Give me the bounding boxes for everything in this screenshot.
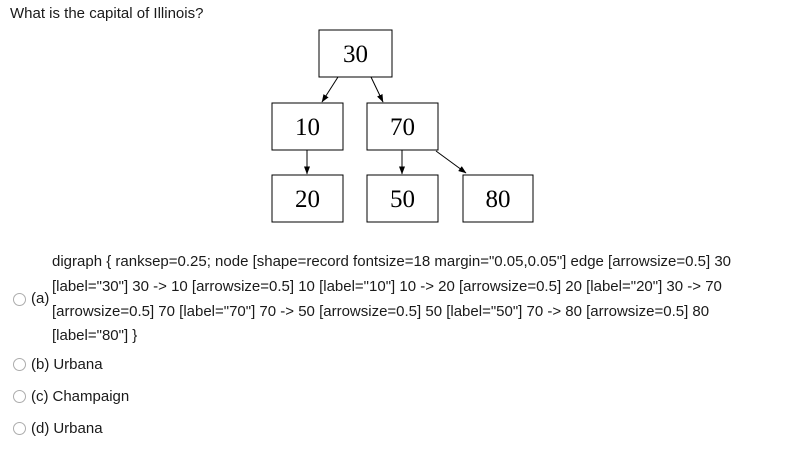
tree-diagram-svg: 30 10 70 20 50 80 (271, 29, 534, 223)
option-a-text: digraph { ranksep=0.25; node [shape=reco… (52, 253, 736, 345)
radio-option-c[interactable] (13, 390, 26, 403)
tree-node-label-20: 20 (295, 186, 320, 213)
tree-node-20 (271, 174, 344, 223)
radio-option-a[interactable] (13, 293, 26, 306)
option-b-text: Urbana (53, 356, 103, 373)
option-c-label: (c) (31, 388, 49, 405)
tree-node-10 (271, 102, 344, 151)
tree-node-30 (318, 29, 393, 78)
option-d-label: (d) (31, 420, 50, 437)
option-a[interactable]: (a) digraph { ranksep=0.25; node [shape=… (13, 250, 789, 349)
tree-edge-30-10 (321, 76, 339, 103)
option-a-label: (a) (31, 290, 50, 308)
tree-node-label-50: 50 (390, 186, 415, 213)
tree-edge-30-70 (370, 76, 384, 103)
tree-node-80 (462, 174, 534, 223)
option-c[interactable]: (c) Champaign (13, 388, 129, 405)
option-c-text: Champaign (52, 388, 130, 405)
tree-node-50 (366, 174, 439, 223)
option-d-text: Urbana (53, 420, 103, 437)
radio-option-d[interactable] (13, 422, 26, 435)
option-b-label: (b) (31, 356, 50, 373)
tree-node-label-10: 10 (295, 114, 320, 141)
radio-option-b[interactable] (13, 358, 26, 371)
tree-edge-70-80 (435, 150, 467, 174)
tree-node-label-80: 80 (486, 186, 511, 213)
tree-node-label-30: 30 (343, 41, 368, 68)
question-text: What is the capital of Illinois? (10, 5, 204, 22)
option-b[interactable]: (b) Urbana (13, 356, 103, 373)
tree-node-70 (366, 102, 439, 151)
tree-diagram: 30 10 70 20 50 80 (260, 25, 545, 225)
tree-node-label-70: 70 (390, 114, 415, 141)
option-d[interactable]: (d) Urbana (13, 420, 103, 437)
